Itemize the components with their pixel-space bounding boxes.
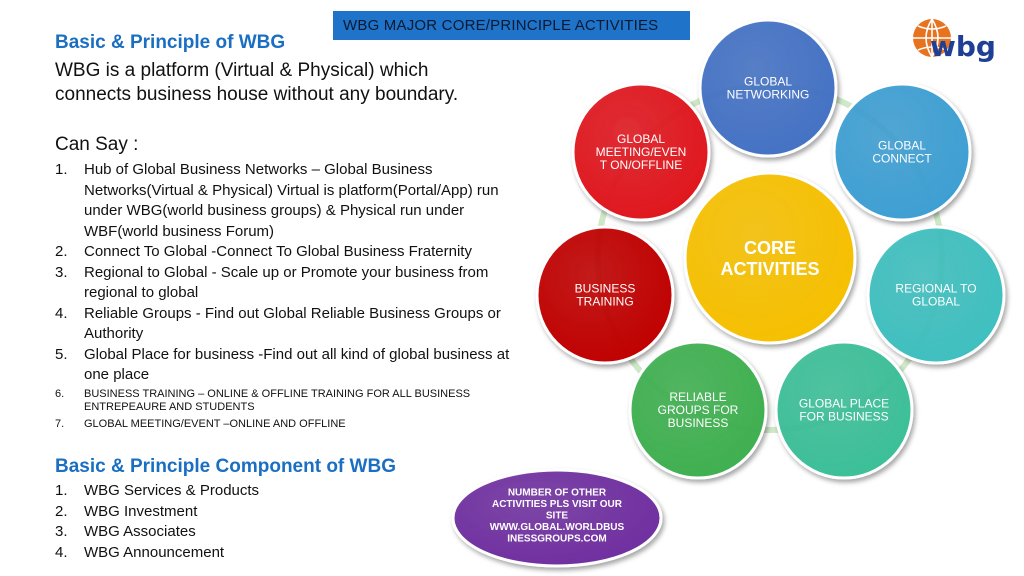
list-item-text: WBG Investment (84, 502, 198, 520)
logo-wordmark: wbg (930, 30, 996, 63)
list-item-text: WBG Announcement (84, 543, 225, 561)
list-item-text: Connect To Global -Connect To Global Bus… (84, 243, 472, 260)
list-item: 1.Hub of Global Business Networks – Glob… (55, 161, 499, 240)
diagram-label: INESSGROUPS.COM (507, 534, 606, 545)
activity-node-circle (535, 225, 675, 365)
list-item-text: Reliable Groups - Find out Global Reliab… (84, 304, 501, 343)
activity-node-circle (866, 225, 1006, 365)
wbg-logo: wbg (913, 18, 996, 63)
list-item: 6.BUSINESS TRAINING – ONLINE & OFFLINE T… (55, 387, 471, 413)
list-item-text: WBG Associates (84, 523, 196, 540)
diagram-label: MEETING/EVEN (596, 145, 687, 159)
list-item: 2.Connect To Global -Connect To Global B… (55, 243, 472, 260)
list-item: 7.GLOBAL MEETING/EVENT –ONLINE AND OFFLI… (55, 417, 346, 430)
diagram-label: RELIABLE (669, 390, 726, 404)
list-item-text: Hub of Global Business Networks – Global… (84, 161, 499, 240)
activity-node-circle (774, 340, 914, 480)
can-say-label: Can Say : (55, 134, 139, 155)
activity-node-circle (571, 82, 711, 222)
list-item: 5.Global Place for business -Find out al… (55, 345, 510, 384)
diagram-label: GLOBAL (878, 139, 926, 153)
list-item: 4.WBG Announcement (55, 543, 225, 561)
diagram-label: GLOBAL (912, 295, 960, 309)
diagram-label: WWW.GLOBAL.WORLDBUS (490, 522, 625, 533)
diagram-label: BUSINESS (575, 282, 636, 296)
intro-paragraph: WBG is a platform (Virtual & Physical) w… (55, 59, 525, 107)
intro-line: WBG is a platform (Virtual & Physical) w… (55, 60, 429, 81)
list-item-text: BUSINESS TRAINING – ONLINE & OFFLINE TRA… (84, 387, 471, 413)
diagram-label: REGIONAL TO (895, 282, 976, 296)
list-item: 1.WBG Services & Products (55, 482, 260, 499)
list-item-text: WBG Services & Products (84, 482, 260, 499)
diagram-label: GLOBAL PLACE (799, 397, 889, 411)
diagram-label: NETWORKING (727, 88, 810, 102)
components-list: 1.WBG Services & Products 2.WBG Investme… (55, 481, 455, 563)
diagram-label: CONNECT (872, 152, 932, 166)
list-item: 3.WBG Associates (55, 523, 196, 540)
diagram-label: TRAINING (576, 295, 633, 309)
list-item: 3.Regional to Global - Scale up or Promo… (55, 263, 489, 302)
diagram-label: SITE (546, 511, 569, 522)
list-item-text: Global Place for business -Find out all … (84, 345, 510, 384)
diagram-label: FOR BUSINESS (799, 410, 888, 424)
list-item-text: Regional to Global - Scale up or Promote… (84, 263, 489, 302)
diagram-label: GLOBAL (617, 132, 665, 146)
diagram-label: GROUPS FOR (658, 403, 739, 417)
center-core-circle (683, 171, 857, 345)
activity-node-circle (832, 82, 972, 222)
activity-node-circle (698, 18, 838, 158)
section-heading-principles: Basic & Principle of WBG (55, 32, 286, 53)
list-item: 4.Reliable Groups - Find out Global Reli… (55, 304, 501, 343)
diagram-label: GLOBAL (744, 75, 792, 89)
diagram-label: NUMBER OF OTHER (508, 488, 607, 499)
slide-title-banner: WBG MAJOR CORE/PRINCIPLE ACTIVITIES (333, 11, 690, 40)
principles-list: 1.Hub of Global Business Networks – Glob… (55, 160, 535, 431)
list-item-text: GLOBAL MEETING/EVENT –ONLINE AND OFFLINE (84, 417, 346, 430)
intro-line: connects business house without any boun… (55, 84, 459, 105)
diagram-label: ACTIVITIES PLS VISIT OUR (492, 499, 623, 510)
diagram-label: ACTIVITIES (720, 259, 819, 279)
diagram-label: CORE (744, 238, 796, 258)
list-item: 2.WBG Investment (55, 502, 198, 520)
section-heading-components: Basic & Principle Component of WBG (55, 456, 396, 477)
activity-node-circle (628, 340, 768, 480)
diagram-label: BUSINESS (668, 416, 729, 430)
other-activities-note (451, 468, 663, 568)
diagram-label: T ON/OFFLINE (600, 158, 682, 172)
